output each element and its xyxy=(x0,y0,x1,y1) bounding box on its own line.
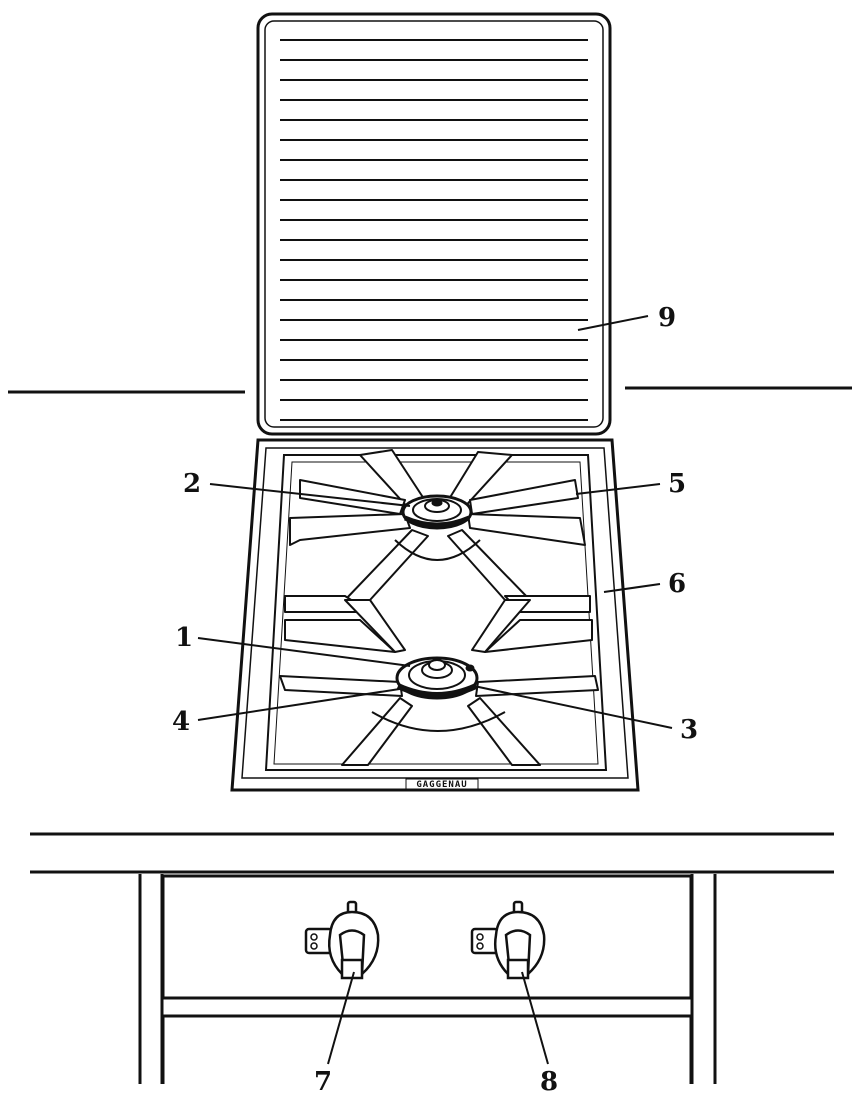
pan-support-middle xyxy=(284,595,593,653)
callout-3: 3 xyxy=(680,715,698,745)
callout-labels: 9 2 5 6 1 4 3 7 8 xyxy=(172,303,698,1096)
callout-8: 8 xyxy=(540,1067,558,1096)
burner-lower xyxy=(395,656,479,700)
control-knob-right xyxy=(470,900,546,980)
callout-1: 1 xyxy=(175,623,193,653)
lid-grooves xyxy=(280,39,588,421)
callout-4: 4 xyxy=(172,707,190,737)
brand-plate: GAGGENAU xyxy=(416,780,467,790)
pan-support-lower xyxy=(279,675,599,766)
callout-5: 5 xyxy=(668,469,686,499)
callout-9: 9 xyxy=(658,303,676,333)
cabinet xyxy=(138,874,717,1084)
cover-lid xyxy=(256,12,612,436)
burner-upper xyxy=(401,494,473,530)
callout-7: 7 xyxy=(314,1067,332,1096)
callout-2: 2 xyxy=(183,469,201,499)
countertop-back-edge xyxy=(8,386,852,394)
countertop-front-edge xyxy=(30,832,834,874)
leader-lines xyxy=(197,315,673,1065)
control-knob-left xyxy=(304,900,380,980)
callout-6: 6 xyxy=(668,569,686,599)
